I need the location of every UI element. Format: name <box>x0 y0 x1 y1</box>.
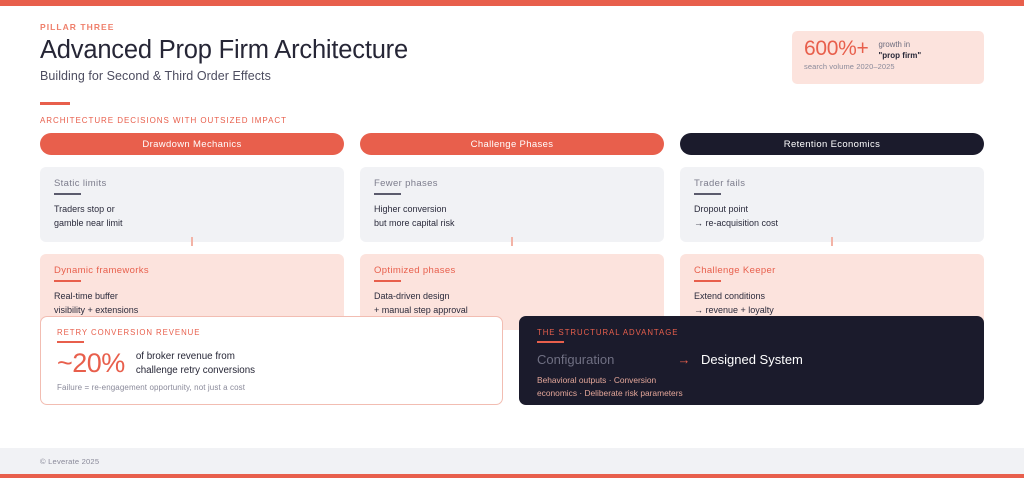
card-title: Fewer phases <box>374 178 438 189</box>
stat-badge-description: growth in "prop firm" <box>878 38 921 61</box>
card-title: Challenge Keeper <box>694 265 776 277</box>
column-header-retention-economics[interactable]: Retention Economics <box>680 133 984 155</box>
column-challenge-phases: Challenge Phases Fewer phases Higher con… <box>360 133 664 330</box>
stat-badge-number: 600%+ <box>804 37 869 60</box>
structural-advantage-panel[interactable]: THE STRUCTURAL ADVANTAGE Configuration →… <box>519 316 984 405</box>
advantage-to-label: Designed System <box>701 352 803 367</box>
card-body: Data-driven design + manual step approva… <box>374 290 650 317</box>
column-retention-economics: Retention Economics Trader fails Dropout… <box>680 133 984 330</box>
advantage-panel-body: Behavioral outputs · Conversion economic… <box>537 374 966 400</box>
eyebrow-label: PILLAR THREE <box>40 22 115 32</box>
stat-badge-row: 600%+ growth in "prop firm" <box>804 37 972 61</box>
retry-panel-text-line1: of broker revenue from <box>135 351 235 362</box>
card-title: Dynamic frameworks <box>54 265 149 277</box>
card-body: Real-time buffer visibility + extensions <box>54 290 330 317</box>
stat-badge-desc-line1: growth in <box>878 40 911 49</box>
top-accent-bar <box>0 0 1024 6</box>
column-connector <box>831 237 833 246</box>
footer-copyright: © Leverate 2025 <box>40 456 100 466</box>
card-body-line: → revenue + loyalty <box>694 305 774 316</box>
stat-badge: 600%+ growth in "prop firm" search volum… <box>792 31 984 84</box>
card-trader-fails[interactable]: Trader fails Dropout point → re-acquisit… <box>680 167 984 243</box>
card-body-line: but more capital risk <box>374 217 455 228</box>
card-underline <box>54 193 81 195</box>
retry-panel-number: ~20% <box>57 348 125 379</box>
card-title: Trader fails <box>694 178 746 189</box>
advantage-transform-row: Configuration → Designed System <box>537 352 966 367</box>
card-static-limits[interactable]: Static limits Traders stop or gamble nea… <box>40 167 344 243</box>
column-drawdown-mechanics: Drawdown Mechanics Static limits Traders… <box>40 133 344 330</box>
card-body-line: Higher conversion <box>374 204 447 214</box>
card-underline <box>694 193 721 195</box>
retry-panel-text-line2: challenge retry conversions <box>135 364 256 376</box>
card-body-line: Extend conditions <box>694 291 766 302</box>
retry-panel-underline <box>57 341 84 343</box>
card-body-line: gamble near limit <box>54 217 123 228</box>
card-body-line: Data-driven design <box>374 291 450 302</box>
card-body-line: + manual step approval <box>374 305 468 316</box>
column-connector <box>191 237 193 246</box>
slide-footer: © Leverate 2025 <box>0 448 1024 474</box>
slide-header: PILLAR THREE Advanced Prop Firm Architec… <box>40 22 984 98</box>
card-underline <box>54 280 81 283</box>
card-underline <box>374 193 401 195</box>
card-body-line: Dropout point <box>694 204 749 214</box>
card-body-line: → re-acquisition cost <box>694 217 779 228</box>
column-header-drawdown-mechanics[interactable]: Drawdown Mechanics <box>40 133 344 155</box>
retry-panel-stat-row: ~20% of broker revenue from challenge re… <box>57 350 486 378</box>
card-underline <box>694 280 721 283</box>
column-header-challenge-phases[interactable]: Challenge Phases <box>360 133 664 155</box>
card-body-line: Real-time buffer <box>54 291 118 302</box>
advantage-panel-label: THE STRUCTURAL ADVANTAGE <box>537 328 679 337</box>
card-body-line: Traders stop or <box>54 204 115 214</box>
card-body: Higher conversion but more capital risk <box>374 203 650 230</box>
section-label: ARCHITECTURE DECISIONS WITH OUTSIZED IMP… <box>40 116 287 125</box>
card-title: Static limits <box>54 178 107 189</box>
card-body: Extend conditions → revenue + loyalty <box>694 290 970 317</box>
retry-panel-label: RETRY CONVERSION REVENUE <box>57 328 201 337</box>
retry-conversion-revenue-panel[interactable]: RETRY CONVERSION REVENUE ~20% of broker … <box>40 316 503 405</box>
columns-grid: Drawdown Mechanics Static limits Traders… <box>40 133 984 330</box>
card-fewer-phases[interactable]: Fewer phases Higher conversion but more … <box>360 167 664 243</box>
advantage-body-line1: Behavioral outputs · Conversion <box>537 375 657 385</box>
card-title: Optimized phases <box>374 265 456 277</box>
card-body: Dropout point → re-acquisition cost <box>694 203 970 230</box>
arrow-right-icon: → <box>677 352 691 367</box>
card-body: Traders stop or gamble near limit <box>54 203 330 230</box>
card-underline <box>374 280 401 283</box>
retry-panel-text: of broker revenue from challenge retry c… <box>136 350 255 378</box>
advantage-panel-underline <box>537 341 564 343</box>
page-subtitle: Building for Second & Third Order Effect… <box>40 68 271 83</box>
column-connector <box>511 237 513 246</box>
advantage-body-line2: economics · Deliberate risk parameters <box>537 388 683 399</box>
page-title: Advanced Prop Firm Architecture <box>40 36 408 64</box>
retry-panel-footnote: Failure = re-engagement opportunity, not… <box>57 382 246 392</box>
accent-rule <box>40 102 70 105</box>
stat-badge-desc-line2: "prop firm" <box>878 50 922 60</box>
stat-badge-footnote: search volume 2020–2025 <box>804 62 895 72</box>
advantage-from-label: Configuration <box>537 352 615 367</box>
card-body-line: visibility + extensions <box>54 305 139 316</box>
bottom-accent-bar <box>0 474 1024 478</box>
bottom-panels: RETRY CONVERSION REVENUE ~20% of broker … <box>40 316 984 405</box>
